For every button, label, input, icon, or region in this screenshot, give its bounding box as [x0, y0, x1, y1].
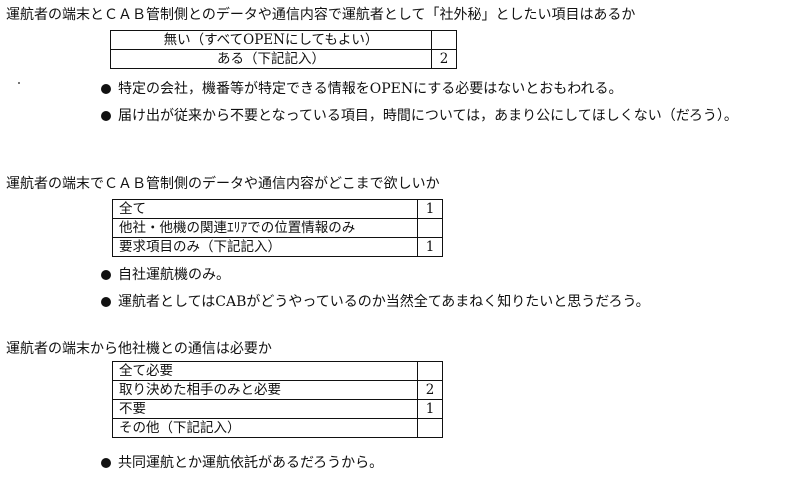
comment-text: 自社運航機のみ。 [118, 267, 230, 283]
option-count [417, 218, 443, 238]
option-count [417, 361, 443, 381]
bullet-icon [101, 84, 111, 94]
scan-speck [18, 82, 20, 84]
table-row: 全て 1 [112, 199, 443, 219]
comment-text: 共同運航とか運航依託があるだろうから。 [118, 455, 384, 471]
option-count [417, 418, 443, 438]
table-row: ある（下記記入） 2 [110, 49, 457, 69]
option-count: 1 [417, 399, 443, 419]
comment-list-1: 特定の会社，機番等が特定できる情報をOPENにする必要はないとおもわれる。 届け… [100, 80, 780, 126]
option-count: 1 [417, 237, 443, 257]
list-item: 共同運航とか運航依託があるだろうから。 [100, 454, 780, 473]
bullet-icon [101, 111, 111, 121]
comment-list-3: 共同運航とか運航依託があるだろうから。 [100, 454, 780, 473]
option-label: 他社・他機の関連ｴﾘｱでの位置情報のみ [112, 218, 418, 238]
option-count: 1 [417, 199, 443, 219]
table-row: 全て必要 [112, 361, 443, 381]
table-row: 不要 1 [112, 399, 443, 419]
option-label: 全て必要 [112, 361, 418, 381]
table-row: 他社・他機の関連ｴﾘｱでの位置情報のみ [112, 218, 443, 238]
answer-table-2: 全て 1 他社・他機の関連ｴﾘｱでの位置情報のみ 要求項目のみ（下記記入） 1 [112, 199, 443, 257]
list-item: 自社運航機のみ。 [100, 266, 780, 285]
table-row: 要求項目のみ（下記記入） 1 [112, 237, 443, 257]
list-item: 運航者としてはCABがどうやっているのか当然全てあまねく知りたいと思うだろう。 [100, 293, 780, 312]
table-row: その他（下記記入） [112, 418, 443, 438]
answer-table-3: 全て必要 取り決めた相手のみと必要 2 不要 1 その他（下記記入） [112, 361, 443, 438]
comment-text: 届け出が従来から不要となっている項目，時間については，あまり公にしてほしくない（… [118, 108, 738, 124]
table-row: 無い（すべてOPENにしてもよい） [110, 30, 457, 50]
option-label: 要求項目のみ（下記記入） [112, 237, 418, 257]
table-row: 取り決めた相手のみと必要 2 [112, 380, 443, 400]
list-item: 特定の会社，機番等が特定できる情報をOPENにする必要はないとおもわれる。 [100, 80, 780, 99]
bullet-icon [101, 270, 111, 280]
comment-text: 特定の会社，機番等が特定できる情報をOPENにする必要はないとおもわれる。 [118, 81, 623, 97]
option-label: その他（下記記入） [112, 418, 418, 438]
answer-table-1: 無い（すべてOPENにしてもよい） ある（下記記入） 2 [110, 30, 457, 69]
option-label: 不要 [112, 399, 418, 419]
question-3: 運航者の端末から他社機との通信は必要か [6, 341, 272, 357]
option-label: 全て [112, 199, 418, 219]
comment-list-2: 自社運航機のみ。 運航者としてはCABがどうやっているのか当然全てあまねく知りた… [100, 266, 780, 312]
option-label: ある（下記記入） [110, 49, 432, 69]
list-item: 届け出が従来から不要となっている項目，時間については，あまり公にしてほしくない（… [100, 107, 780, 126]
option-count: 2 [417, 380, 443, 400]
option-label: 無い（すべてOPENにしてもよい） [110, 30, 432, 50]
option-label: 取り決めた相手のみと必要 [112, 380, 418, 400]
question-1: 運航者の端末とＣＡＢ管制側とのデータや通信内容で運航者として「社外秘」としたい項… [6, 7, 636, 23]
comment-text: 運航者としてはCABがどうやっているのか当然全てあまねく知りたいと思うだろう。 [118, 294, 650, 310]
bullet-icon [101, 458, 111, 468]
option-count: 2 [431, 49, 457, 69]
question-2: 運航者の端末でＣＡＢ管制側のデータや通信内容がどこまで欲しいか [6, 176, 440, 192]
option-count [431, 30, 457, 50]
bullet-icon [101, 297, 111, 307]
